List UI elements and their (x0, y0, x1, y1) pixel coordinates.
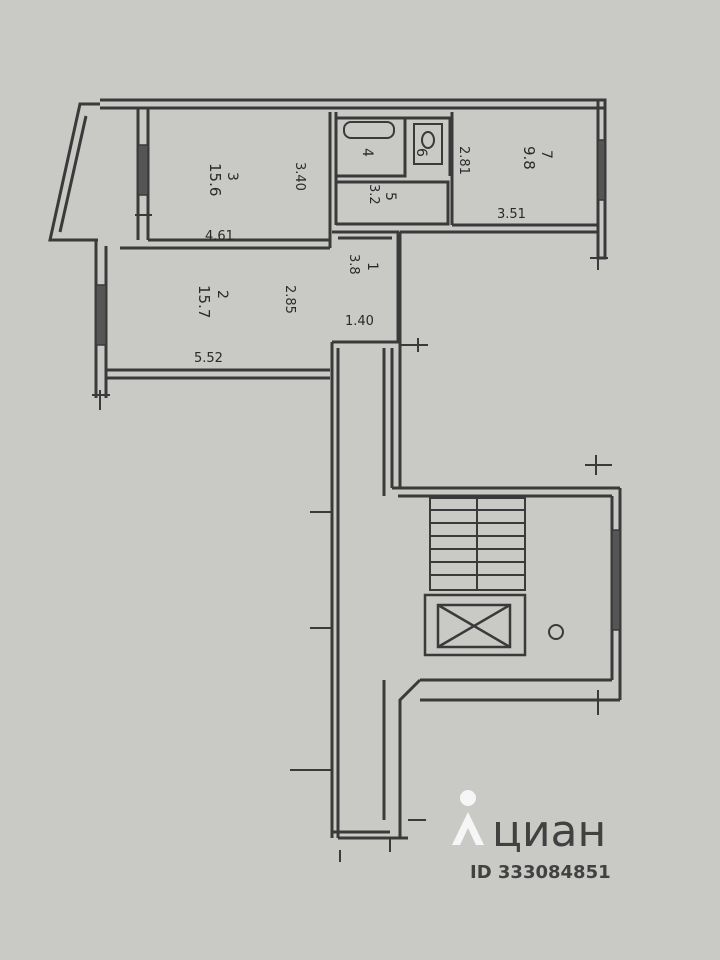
room-1: 1 3.8 1.40 (345, 254, 380, 329)
room-7-number: 7 (538, 150, 554, 159)
watermark: циан ID 333084851 (452, 790, 611, 883)
room-4-number: 4 (359, 148, 375, 157)
room-1-dim-a: 1.40 (345, 314, 374, 329)
sanitary (343, 121, 443, 165)
watermark-id: ID 333084851 (470, 862, 611, 883)
room-3-dim-b: 4.61 (205, 229, 234, 244)
staircase (429, 497, 526, 591)
room-1-area: 3.8 (346, 254, 361, 275)
room-6-number: 6 (413, 148, 429, 157)
room-5: 5 3.2 (366, 184, 398, 205)
room-2: 2 15.7 2.85 5.52 (194, 285, 297, 366)
elevator (423, 593, 527, 657)
room-2-dim-b: 5.52 (194, 351, 223, 366)
room-2-dim-a: 2.85 (282, 285, 297, 314)
watermark-brand: циан (492, 806, 606, 857)
room-5-number: 5 (382, 192, 398, 201)
room-7-area: 9.8 (520, 146, 538, 170)
room-6: 6 (413, 148, 429, 157)
room-2-number: 2 (214, 290, 230, 299)
door-marks (92, 214, 612, 862)
room-2-area: 15.7 (195, 285, 213, 318)
room-7-dim-a: 2.81 (456, 146, 471, 175)
room-3-dim-a: 3.40 (292, 162, 307, 191)
room-7: 7 9.8 2.81 3.51 (456, 146, 554, 222)
room-5-area: 3.2 (366, 184, 381, 205)
room-3: 3 15.6 3.40 4.61 (205, 162, 307, 244)
chute-icon (548, 624, 564, 640)
room-3-number: 3 (224, 172, 240, 181)
room-1-number: 1 (364, 262, 380, 271)
windows (95, 139, 621, 631)
room-4: 4 (359, 148, 375, 157)
room-7-dim-b: 3.51 (497, 207, 526, 222)
room-3-area: 15.6 (206, 163, 224, 196)
cian-logo-icon (452, 790, 484, 845)
walls (48, 98, 622, 840)
